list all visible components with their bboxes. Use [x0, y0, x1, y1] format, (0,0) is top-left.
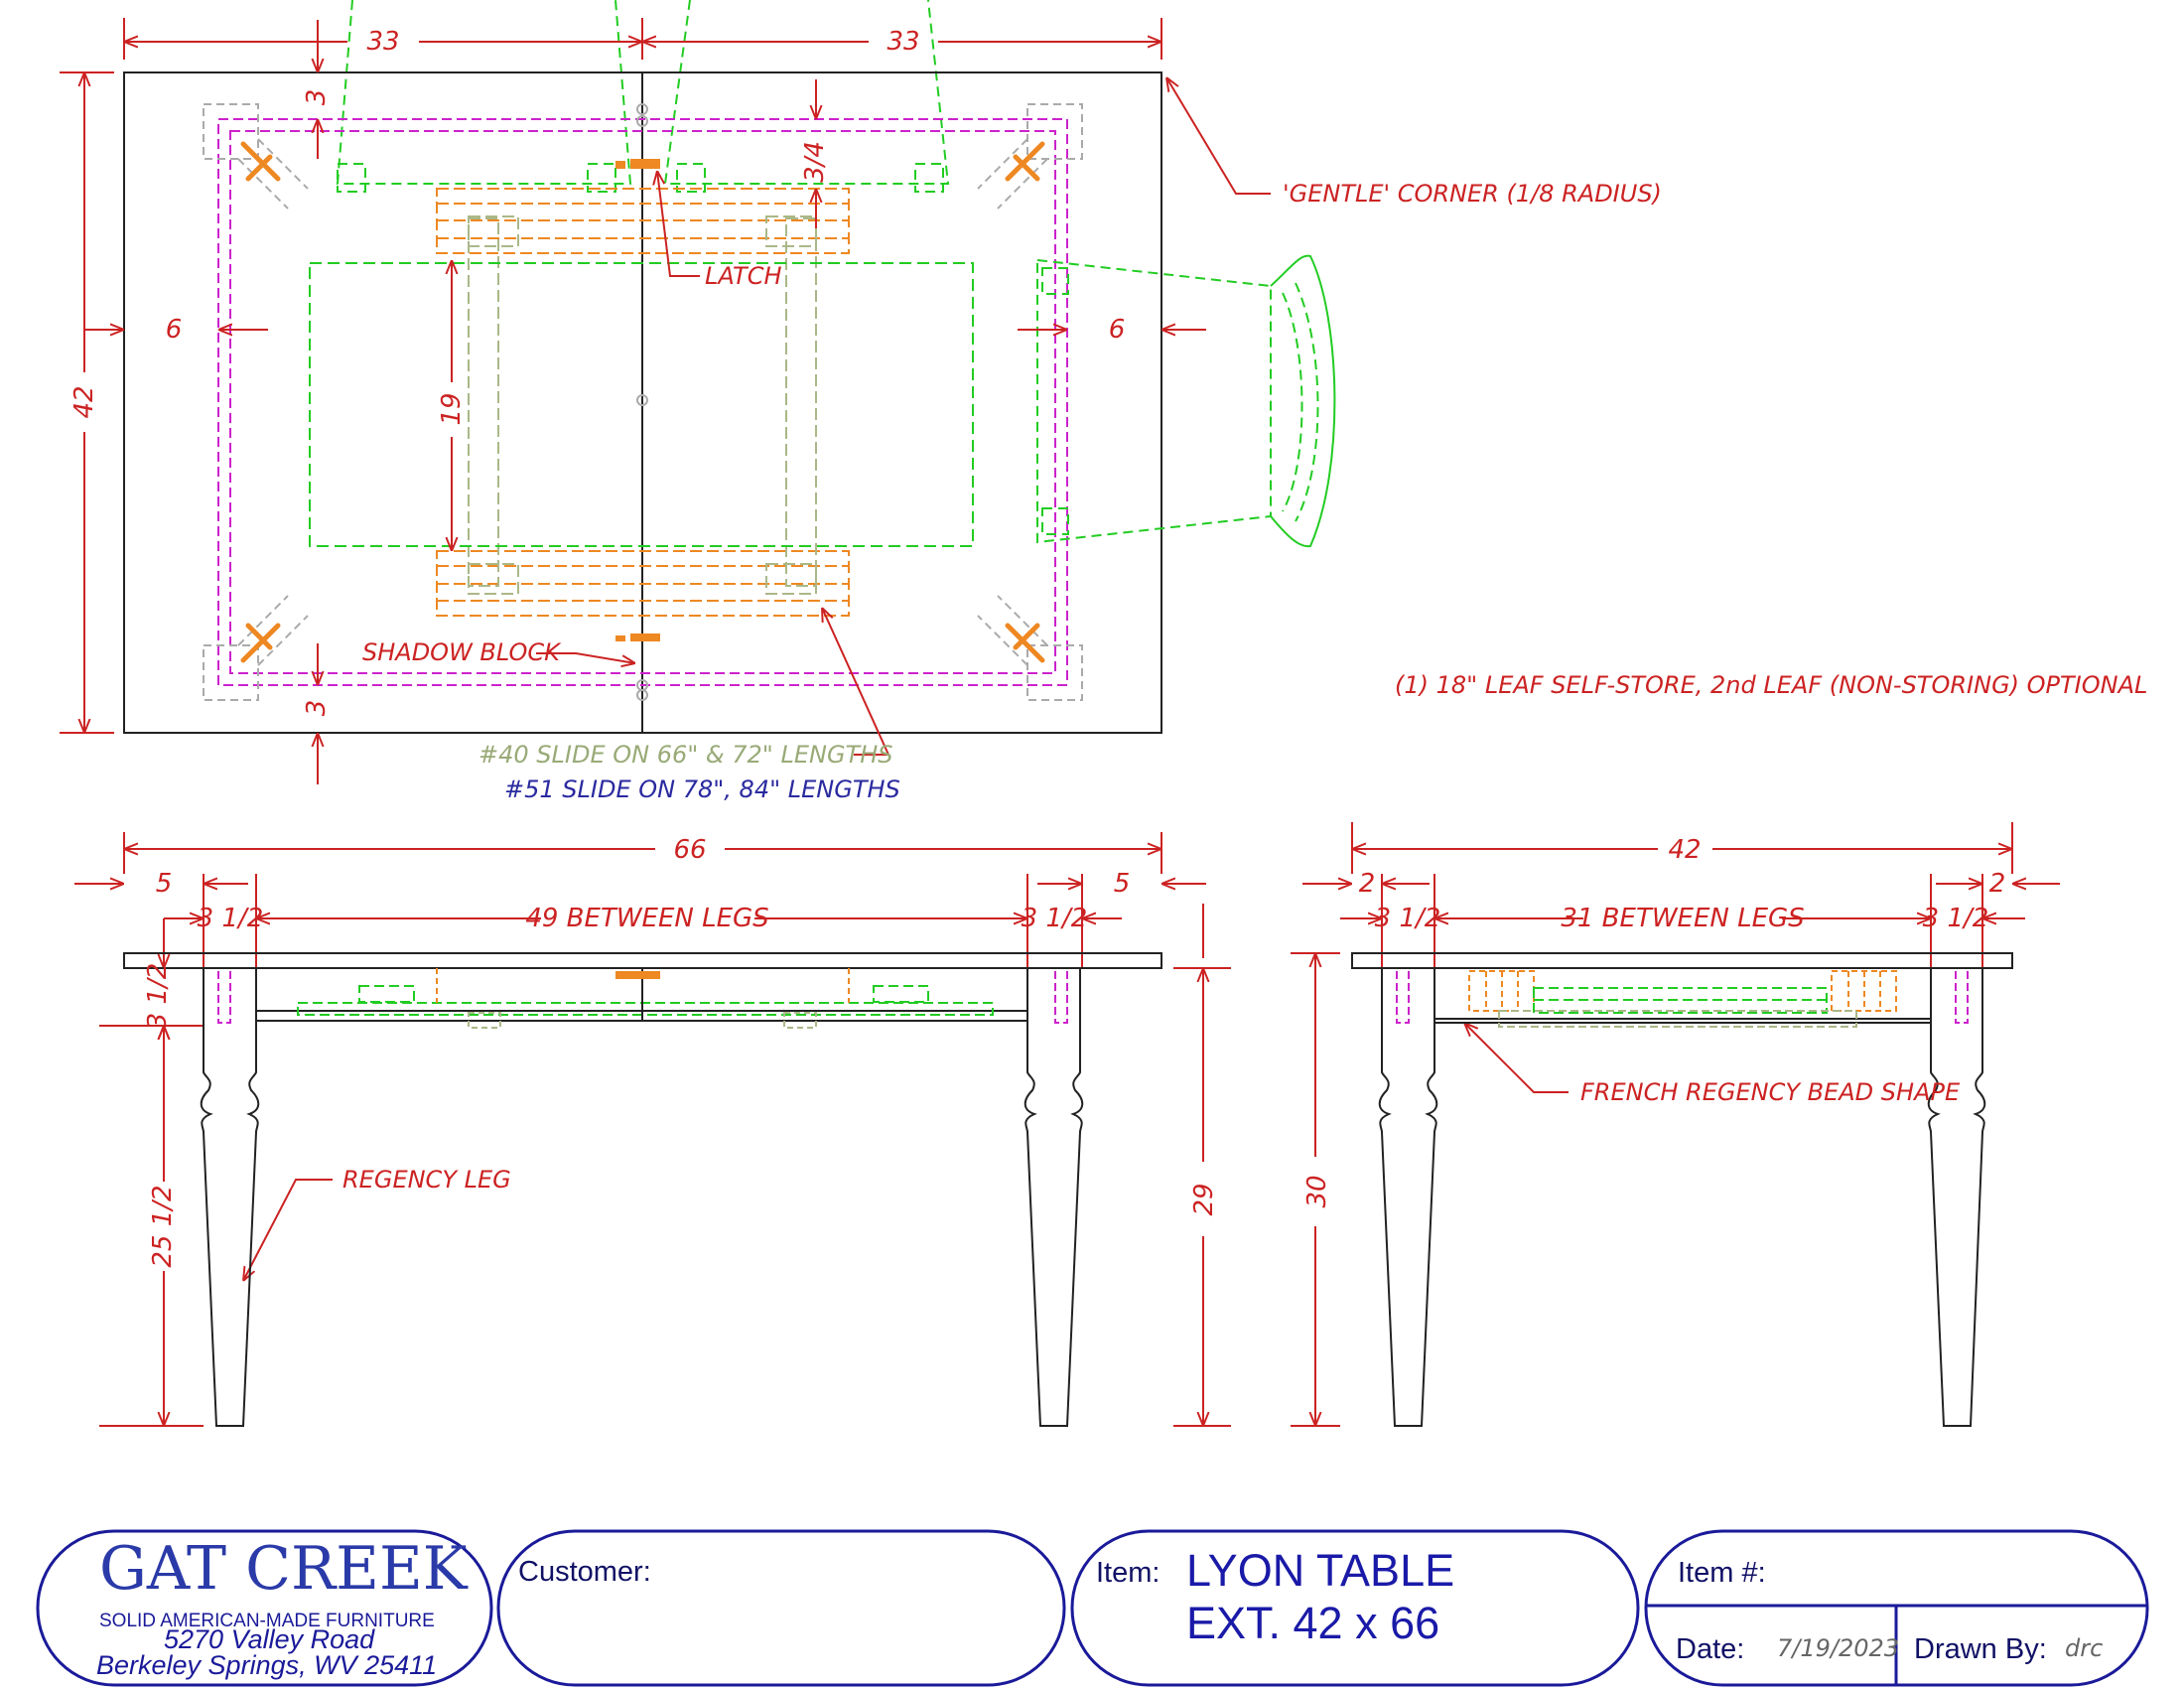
dim-leg-right: 3 1/2	[1022, 904, 1088, 933]
top-dimensions	[60, 18, 1271, 784]
date-label: Date:	[1676, 1633, 1744, 1665]
dim-side-leg-right: 3 1/2	[1923, 904, 1989, 933]
company-panel	[36, 1529, 493, 1687]
dim-overhang-right: 5	[1114, 869, 1131, 899]
customer-panel	[496, 1529, 1066, 1687]
dim-depth: 42	[69, 385, 99, 418]
customer-label: Customer:	[518, 1556, 651, 1588]
top-view: 33 33 42 6 6 3 3 19 3/4 'GENTLE' CORNER …	[60, 0, 2147, 803]
front-legs	[200, 968, 1084, 1427]
company-address-line1: 5270 Valley Road	[164, 1624, 375, 1654]
dim-slide-spacing: 19	[437, 392, 467, 425]
callout-gentle-corner: 'GENTLE' CORNER (1/8 RADIUS)	[1283, 180, 1662, 208]
dim-between-legs: 49 BETWEEN LEGS	[525, 904, 768, 933]
item-label: Item:	[1096, 1557, 1160, 1589]
title-block: GAT CREEK SOLID AMERICAN-MADE FURNITURE …	[36, 1529, 2149, 1687]
dim-side-overhang-left: 2	[1359, 869, 1376, 899]
leaf-outline	[309, 262, 974, 547]
dim-apron: 3 1/2	[143, 963, 173, 1030]
shadow-block	[636, 103, 648, 701]
callout-latch: LATCH	[705, 262, 782, 290]
slide-assembly	[436, 188, 850, 617]
item-number-label: Item #:	[1678, 1557, 1766, 1589]
corner-brackets	[240, 141, 1045, 663]
dim-side-overhang-right: 2	[1989, 869, 2006, 899]
side-view: 42 2 2 3 1/2 3 1/2 31 BETWEEN LEGS 30 FR…	[1291, 822, 2060, 1427]
drawn-by-value: drc	[2065, 1634, 2103, 1662]
item-name: LYON TABLE	[1186, 1545, 1454, 1596]
dim-side-between-legs: 31 BETWEEN LEGS	[1561, 904, 1804, 933]
dim-clip: 3/4	[800, 141, 830, 183]
side-table-top	[1351, 952, 2013, 969]
side-dimension-text: 42 2 2 3 1/2 3 1/2 31 BETWEEN LEGS 30 FR…	[1302, 835, 2005, 1208]
callout-regency-leg: REGENCY LEG	[342, 1166, 511, 1194]
dim-29: 29	[1189, 1183, 1219, 1215]
item-panel	[1070, 1529, 1640, 1687]
dim-half-width-left: 33	[366, 27, 399, 57]
slide-rails	[468, 215, 817, 595]
top-dimension-text: 33 33 42 6 6 3 3 19 3/4 'GENTLE' CORNER …	[69, 27, 2147, 803]
dim-overhang-left: 5	[156, 869, 173, 899]
callout-french-bead: FRENCH REGENCY BEAD SHAPE	[1580, 1078, 1961, 1106]
dim-height: 30	[1302, 1175, 1332, 1207]
item-spec: EXT. 42 x 66	[1186, 1598, 1439, 1648]
chair-right	[1036, 254, 1336, 548]
dim-length: 66	[673, 835, 706, 865]
dim-width: 42	[1668, 835, 1701, 865]
front-view: 66 5 5 3 1/2 3 1/2 49 BETWEEN LEGS 3 1/2…	[74, 832, 1231, 1427]
callout-slide-40: #40 SLIDE ON 66" & 72" LENGTHS	[478, 741, 893, 769]
side-apron	[1396, 970, 1969, 1028]
dim-side-leg-left: 3 1/2	[1375, 904, 1441, 933]
dim-end-left: 6	[166, 315, 183, 345]
company-address-line2: Berkeley Springs, WV 25411	[96, 1650, 437, 1680]
dim-leg-left: 3 1/2	[198, 904, 264, 933]
front-table-top	[123, 952, 1162, 969]
chair-top	[336, 0, 950, 193]
leaf-note: (1) 18" LEAF SELF-STORE, 2nd LEAF (NON-S…	[1395, 671, 2147, 699]
latch-hardware	[615, 159, 660, 641]
dim-apron-bottom: 3	[302, 700, 332, 717]
leg-blocks	[203, 103, 1083, 701]
side-legs	[1378, 968, 1986, 1427]
dim-half-width-right: 33	[887, 27, 919, 57]
company-tagline: SOLID AMERICAN-MADE FURNITURE	[99, 1611, 435, 1631]
dim-apron-top: 3	[302, 89, 332, 106]
date-value: 7/19/2023	[1777, 1634, 1899, 1662]
dim-leg-height: 25 1/2	[148, 1185, 178, 1267]
front-dimension-text: 66 5 5 3 1/2 3 1/2 49 BETWEEN LEGS 3 1/2…	[143, 835, 1219, 1268]
apron-outline	[217, 118, 1068, 686]
front-apron	[217, 968, 1068, 1029]
callout-slide-51: #51 SLIDE ON 78", 84" LENGTHS	[504, 775, 900, 803]
drawn-by-label: Drawn By:	[1914, 1633, 2047, 1665]
company-name: GAT CREEK	[99, 1534, 469, 1604]
dim-end-right: 6	[1109, 315, 1126, 345]
callout-shadow-block: SHADOW BLOCK	[362, 638, 562, 666]
